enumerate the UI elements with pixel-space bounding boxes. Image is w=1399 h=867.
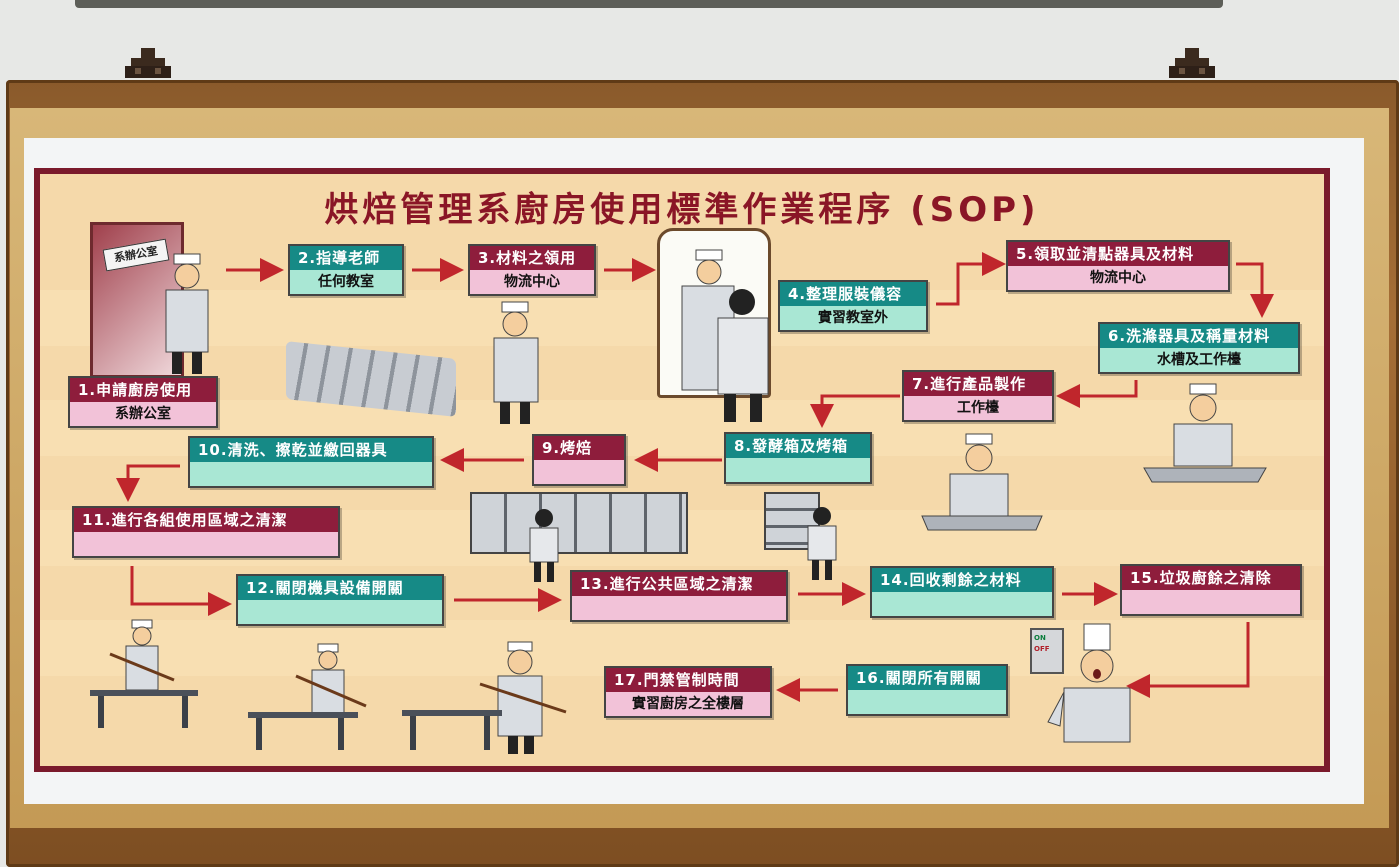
step-14-title: 14.回收剩餘之材料 bbox=[872, 568, 1052, 592]
step-13-title: 13.進行公共區域之清潔 bbox=[572, 572, 786, 596]
chef-cleaning-table-icon bbox=[402, 641, 567, 754]
chef-figure-icon bbox=[493, 301, 539, 424]
step-2-card: 2.指導老師 任何教室 bbox=[288, 244, 404, 296]
step-4-title: 4.整理服裝儀容 bbox=[780, 282, 926, 306]
step-1-title: 1.申請廚房使用 bbox=[70, 378, 216, 402]
surprised-chef-icon bbox=[1047, 623, 1131, 743]
step-7-card: 7.進行產品製作 工作檯 bbox=[902, 370, 1054, 422]
step-9-card: 9.烤焙 bbox=[532, 434, 626, 486]
step-14-card: 14.回收剩餘之材料 bbox=[870, 566, 1054, 618]
step-4-location: 實習教室外 bbox=[780, 306, 926, 330]
step-11-location bbox=[74, 532, 338, 556]
step-8-location bbox=[726, 458, 870, 482]
step-16-card: 16.關閉所有開關 bbox=[846, 664, 1008, 716]
step-13-location bbox=[572, 596, 786, 620]
step-8-title: 8.發酵箱及烤箱 bbox=[726, 434, 870, 458]
step-3-title: 3.材料之領用 bbox=[470, 246, 594, 270]
step-16-title: 16.關閉所有開關 bbox=[848, 666, 1006, 690]
chef-cleaning-table-icon bbox=[90, 619, 198, 728]
step-1-location: 系辦公室 bbox=[70, 402, 216, 426]
step-11-title: 11.進行各組使用區域之清潔 bbox=[74, 508, 338, 532]
chef-weighing-icon bbox=[1143, 383, 1267, 483]
step-12-card: 12.關閉機具設備開關 bbox=[236, 574, 444, 626]
step-15-location bbox=[1122, 590, 1300, 614]
step-17-title: 17.門禁管制時間 bbox=[606, 668, 770, 692]
step-12-location bbox=[238, 600, 442, 624]
right-hanger-hook-icon bbox=[1169, 48, 1215, 78]
step-10-location bbox=[190, 462, 432, 486]
step-6-card: 6.洗滌器具及稱量材料 水槽及工作檯 bbox=[1098, 322, 1300, 374]
step-9-location bbox=[534, 460, 624, 484]
step-10-card: 10.清洗、擦乾並繳回器具 bbox=[188, 436, 434, 488]
step-9-title: 9.烤焙 bbox=[534, 436, 624, 460]
step-5-card: 5.領取並清點器具及材料 物流中心 bbox=[1006, 240, 1230, 292]
switch-on-label: ON bbox=[1034, 634, 1046, 642]
step-12-title: 12.關閉機具設備開關 bbox=[238, 576, 442, 600]
step-17-card: 17.門禁管制時間 實習廚房之全樓層 bbox=[604, 666, 772, 718]
step-5-title: 5.領取並清點器具及材料 bbox=[1008, 242, 1228, 266]
step-10-title: 10.清洗、擦乾並繳回器具 bbox=[190, 438, 432, 462]
step-1-card: 1.申請廚房使用 系辦公室 bbox=[68, 376, 218, 428]
oven-rack-illustration bbox=[470, 492, 688, 554]
step-8-card: 8.發酵箱及烤箱 bbox=[724, 432, 872, 484]
wall-top-bar bbox=[75, 0, 1223, 8]
chef-figure-icon bbox=[165, 253, 209, 374]
step-7-location: 工作檯 bbox=[904, 396, 1052, 420]
step-6-title: 6.洗滌器具及稱量材料 bbox=[1100, 324, 1298, 348]
step-15-card: 15.垃圾廚餘之清除 bbox=[1120, 564, 1302, 616]
step-3-card: 3.材料之領用 物流中心 bbox=[468, 244, 596, 296]
baker-at-oven-icon bbox=[807, 507, 837, 580]
step-2-title: 2.指導老師 bbox=[290, 246, 402, 270]
step-16-location bbox=[848, 690, 1006, 714]
poster-title: 烘焙管理系廚房使用標準作業程序 (SOP) bbox=[324, 190, 1040, 230]
left-hanger-hook-icon bbox=[125, 48, 171, 78]
step-3-location: 物流中心 bbox=[470, 270, 594, 294]
baker-at-oven-icon bbox=[529, 509, 559, 582]
chef-baking-icon bbox=[921, 433, 1043, 531]
step-15-title: 15.垃圾廚餘之清除 bbox=[1122, 566, 1300, 590]
step-17-location: 實習廚房之全樓層 bbox=[606, 692, 770, 716]
chef-at-mirror-icon bbox=[681, 249, 769, 422]
step-14-location bbox=[872, 592, 1052, 616]
power-switch-panel: ON OFF bbox=[1030, 628, 1064, 674]
step-6-location: 水槽及工作檯 bbox=[1100, 348, 1298, 372]
step-2-location: 任何教室 bbox=[290, 270, 402, 294]
chef-cleaning-table-icon bbox=[248, 643, 367, 750]
step-5-location: 物流中心 bbox=[1008, 266, 1228, 290]
switch-off-label: OFF bbox=[1034, 645, 1050, 653]
step-4-card: 4.整理服裝儀容 實習教室外 bbox=[778, 280, 928, 332]
step-11-card: 11.進行各組使用區域之清潔 bbox=[72, 506, 340, 558]
step-7-title: 7.進行產品製作 bbox=[904, 372, 1052, 396]
step-13-card: 13.進行公共區域之清潔 bbox=[570, 570, 788, 622]
